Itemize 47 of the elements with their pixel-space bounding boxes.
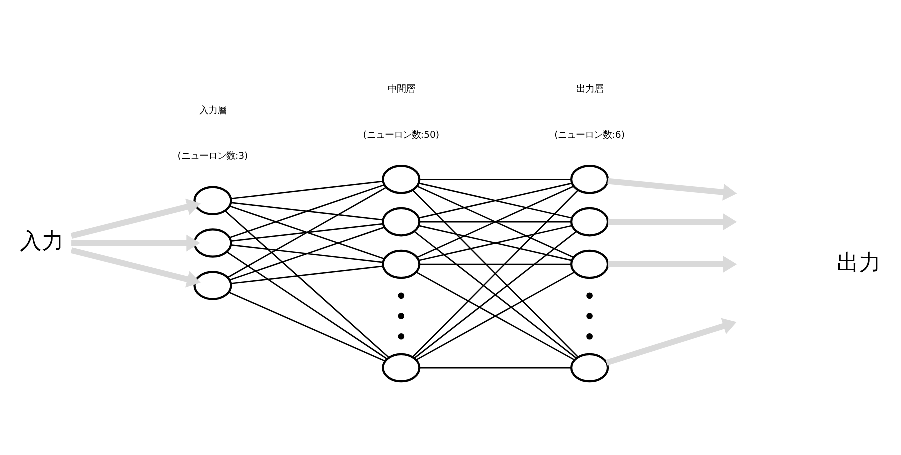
- connector: [230, 226, 385, 280]
- arrow: [70, 247, 201, 288]
- arrow: [72, 234, 200, 252]
- connector: [231, 202, 384, 220]
- arrow: [608, 213, 738, 230]
- connector: [228, 186, 387, 278]
- node-circle: [382, 164, 421, 194]
- label: 出力層: [576, 84, 604, 95]
- connector: [419, 182, 572, 218]
- arrow: [608, 256, 738, 272]
- connector: [416, 271, 576, 360]
- label: 出力: [837, 250, 882, 276]
- connector: [224, 210, 390, 358]
- connector: [231, 244, 384, 263]
- node-circle: [570, 352, 610, 382]
- label: (ニューロン数:3): [178, 150, 248, 162]
- label: (ニューロン数:6): [554, 129, 625, 140]
- node-circle: [194, 270, 232, 300]
- node-circle: [382, 249, 421, 279]
- arrow: [608, 178, 738, 200]
- connector: [420, 178, 572, 180]
- node-circle: [382, 352, 421, 382]
- connector: [420, 366, 572, 368]
- label: 中間層: [388, 84, 415, 95]
- connector: [231, 265, 384, 284]
- connector: [416, 185, 574, 258]
- label: 入力層: [199, 104, 226, 116]
- connector: [231, 222, 384, 242]
- node-circle: [194, 186, 232, 215]
- connector: [412, 189, 579, 358]
- label: (ニューロン数:50): [363, 129, 440, 140]
- connector: [228, 291, 386, 362]
- connector: [226, 250, 388, 360]
- connector: [231, 180, 384, 200]
- connector: [414, 230, 578, 358]
- node-circle: [570, 164, 610, 194]
- node-circle: [194, 228, 232, 258]
- node-circle: [382, 206, 421, 236]
- arrow: [606, 318, 737, 366]
- connector: [230, 205, 385, 260]
- connector: [420, 263, 572, 265]
- connector: [230, 184, 385, 238]
- connector: [420, 220, 572, 222]
- arrow: [70, 198, 201, 238]
- node-circle: [570, 206, 610, 236]
- node-text: 入力: [20, 229, 64, 254]
- node-circle: [570, 249, 610, 279]
